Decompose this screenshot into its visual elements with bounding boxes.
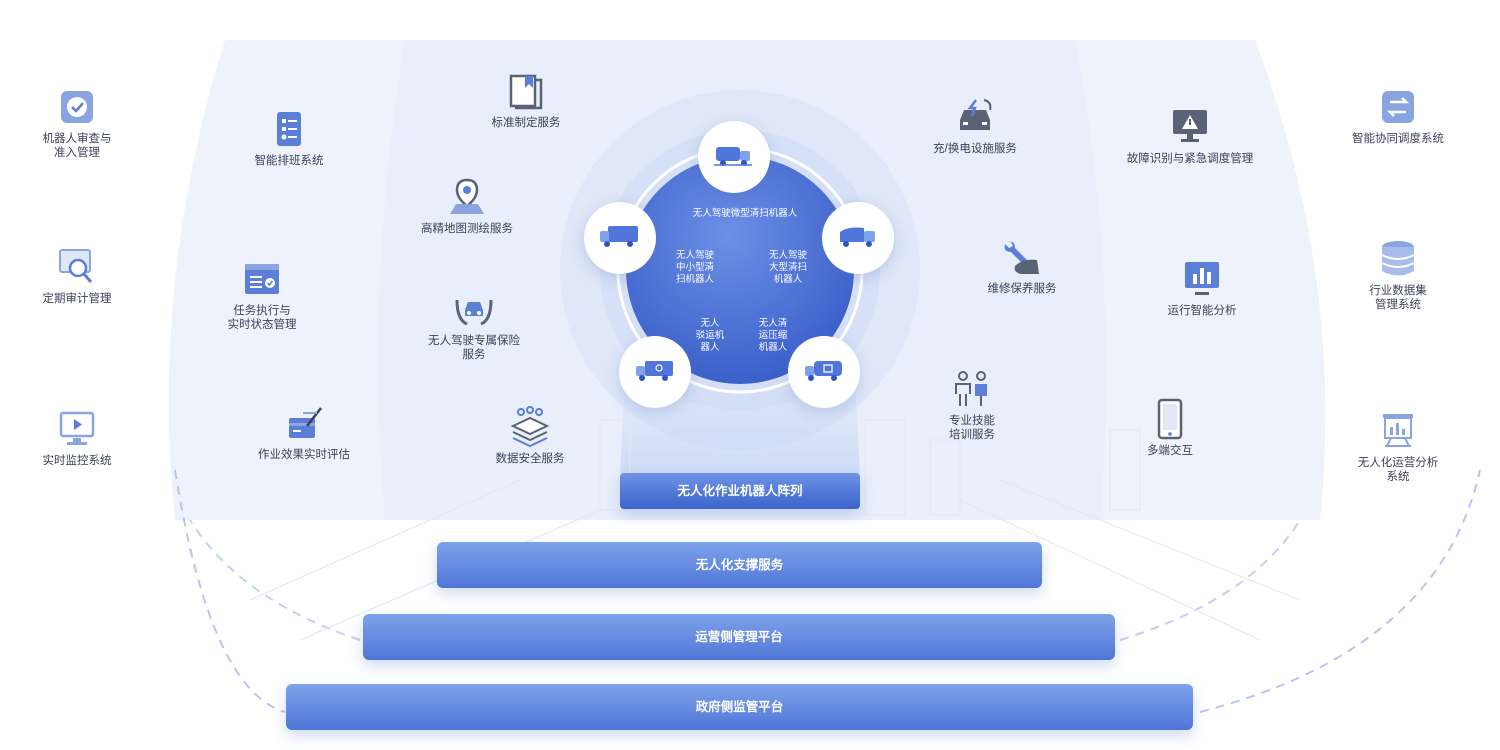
- database-icon: [1381, 241, 1415, 276]
- item-label: 充/换电设施服务: [933, 143, 1017, 155]
- compactor-truck-icon: [805, 361, 842, 381]
- item-label: 数据安全服务: [495, 453, 565, 465]
- item-collab-dispatch[interactable]: 智能协同调度系统: [1298, 86, 1498, 146]
- government-platform-bar[interactable]: 政府侧监管平台: [286, 684, 1193, 730]
- warning-monitor-icon: [1173, 110, 1207, 142]
- item-robot-review[interactable]: 机器人审查与 准入管理: [0, 86, 177, 160]
- item-label: 行业数据集 管理系统: [1369, 285, 1427, 311]
- item-label: 智能排班系统: [254, 155, 324, 167]
- item-task-status[interactable]: 任务执行与 实时状态管理: [162, 258, 362, 332]
- item-data-security[interactable]: 数据安全服务: [430, 406, 630, 466]
- item-training[interactable]: 专业技能 培训服务: [872, 368, 1072, 442]
- item-label: 无人驾驶专属保险 服务: [428, 335, 520, 361]
- robot-compactor: [788, 336, 860, 408]
- item-label: 无人化运营分析 系统: [1357, 457, 1439, 483]
- training-people-icon: [955, 371, 987, 406]
- robots-array-bar[interactable]: 无人化作业机器人阵列: [620, 473, 860, 509]
- item-label: 标准制定服务: [491, 117, 561, 129]
- check-badge-icon: [61, 91, 93, 123]
- item-fault-dispatch[interactable]: 故障识别与紧急调度管理: [1090, 106, 1290, 166]
- map-pin-icon: [450, 178, 484, 214]
- charging-car-icon: [960, 99, 992, 130]
- dashed-orbit: [174, 469, 286, 713]
- item-label: 实时监控系统: [42, 455, 112, 467]
- car-insurance-icon: [455, 299, 493, 326]
- schedule-list-icon: [277, 112, 301, 146]
- book-standard-icon: [509, 74, 543, 110]
- swap-arrows-icon: [1382, 91, 1414, 123]
- data-security-icon: [510, 406, 550, 448]
- light-beam: [620, 380, 860, 475]
- item-label: 运行智能分析: [1167, 305, 1237, 317]
- item-label: 专业技能 培训服务: [949, 415, 995, 441]
- item-periodic-audit[interactable]: 定期审计管理: [0, 246, 177, 306]
- robot-large-sweeper: [822, 202, 894, 274]
- item-operation-analysis[interactable]: 无人化运营分析 系统: [1298, 410, 1498, 484]
- box-truck-icon: [600, 226, 638, 247]
- item-multi-terminal[interactable]: 多端交互: [1070, 398, 1270, 458]
- hub-label-large-sweeper: 无人驾驶 大型清扫 机器人: [768, 250, 807, 285]
- item-industry-data[interactable]: 行业数据集 管理系统: [1298, 238, 1498, 312]
- support-services-bar[interactable]: 无人化支撑服务: [437, 542, 1042, 588]
- garbage-truck-icon: [840, 227, 875, 247]
- evaluate-pen-icon: [289, 407, 322, 438]
- task-window-icon: [245, 264, 279, 294]
- item-smart-schedule[interactable]: 智能排班系统: [189, 108, 389, 168]
- item-label: 故障识别与紧急调度管理: [1126, 153, 1254, 165]
- item-label: 维修保养服务: [987, 283, 1057, 295]
- bar-chart-icon: [1185, 262, 1219, 295]
- item-intelligent-analysis[interactable]: 运行智能分析: [1102, 258, 1302, 318]
- hub-label-transport: 无人 驳运机 器人: [695, 318, 725, 353]
- hub-label-small-sweeper: 无人驾驶 中小型清 扫机器人: [675, 250, 714, 285]
- item-label: 高精地图测绘服务: [421, 223, 513, 235]
- item-label: 机器人审查与 准入管理: [42, 133, 112, 159]
- item-label: 定期审计管理: [42, 293, 112, 305]
- item-hd-map[interactable]: 高精地图测绘服务: [367, 176, 567, 236]
- item-charging[interactable]: 充/换电设施服务: [875, 96, 1075, 156]
- item-realtime-monitor[interactable]: 实时监控系统: [0, 408, 177, 468]
- hub-label-micro-sweeper: 无人驾驶微型清扫机器人: [692, 208, 798, 219]
- robot-transport: [619, 336, 691, 408]
- wrench-hand-icon: [1004, 241, 1039, 274]
- item-label: 智能协同调度系统: [1352, 133, 1444, 145]
- hub-label-compactor: 无人清 运压缩 机器人: [758, 318, 788, 353]
- item-label: 任务执行与 实时状态管理: [227, 305, 297, 331]
- robot-micro-sweeper: [698, 121, 770, 193]
- operator-platform-bar[interactable]: 运营侧管理平台: [363, 614, 1115, 660]
- item-insurance[interactable]: 无人驾驶专属保险 服务: [374, 288, 574, 362]
- sweeper-truck-icon: [714, 147, 752, 166]
- hub-core: [626, 156, 854, 384]
- audit-search-icon: [59, 249, 93, 283]
- item-label: 多端交互: [1147, 445, 1193, 457]
- mobile-device-icon: [1157, 398, 1183, 440]
- item-standard-setting[interactable]: 标准制定服务: [426, 70, 626, 130]
- item-maintenance[interactable]: 维修保养服务: [922, 236, 1122, 296]
- monitor-play-icon: [59, 411, 95, 445]
- recycle-truck-icon: [636, 361, 673, 381]
- analysis-screen-icon: [1383, 414, 1413, 447]
- item-effect-evaluation[interactable]: 作业效果实时评估: [204, 402, 404, 462]
- item-label: 作业效果实时评估: [258, 449, 350, 461]
- robot-small-sweeper: [584, 202, 656, 274]
